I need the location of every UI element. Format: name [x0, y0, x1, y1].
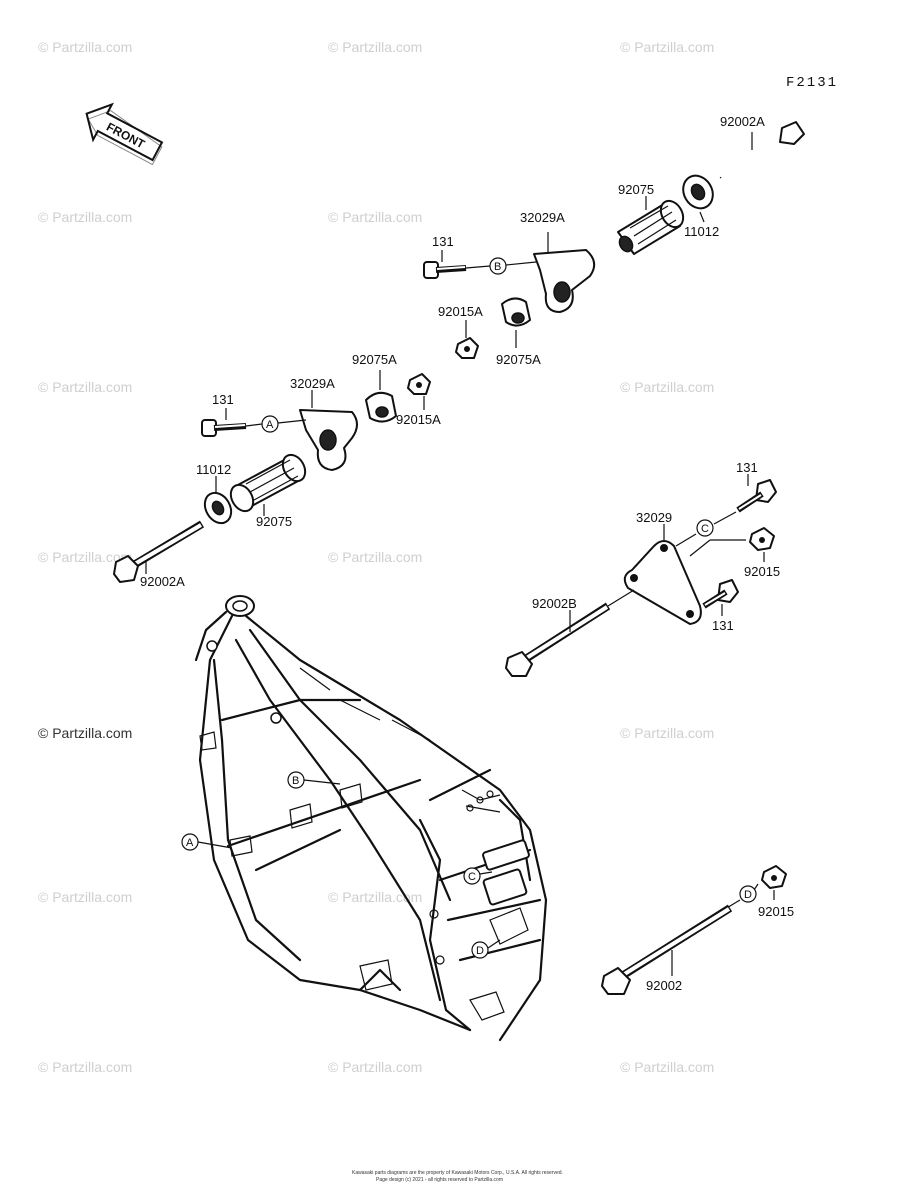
ref-circle-d-frame: D [471, 939, 501, 959]
svg-text:B: B [292, 775, 299, 787]
ref-circle-c: C [696, 519, 714, 537]
bolt-92002B [505, 589, 635, 677]
collar-92075A-mid [365, 370, 397, 423]
part-label: 131 [736, 460, 758, 475]
bracket-32029A-top [533, 232, 596, 313]
nut-92015A-mid [407, 373, 431, 410]
watermark: © Partzilla.com [38, 549, 132, 565]
collar-92075A-top [501, 297, 531, 348]
part-label: 92002B [532, 596, 577, 611]
figure-code: F2131 [786, 75, 838, 91]
front-arrow-icon: FRONT [85, 102, 164, 166]
svg-text:C: C [468, 871, 476, 883]
nut-92015A-top [455, 320, 479, 359]
watermark: © Partzilla.com [38, 39, 132, 55]
motorcycle-frame [194, 595, 548, 1042]
watermark: © Partzilla.com [328, 549, 422, 565]
ref-circle-a-frame: A [181, 833, 233, 851]
sleeve-92075-mid [229, 453, 307, 516]
washer-11012-mid [203, 476, 233, 525]
copyright-line: Kawasaki parts diagrams are the property… [352, 1170, 563, 1176]
part-label: 92075 [618, 182, 654, 197]
part-label: 92002A [140, 574, 185, 589]
ref-circle-a: A [261, 415, 279, 433]
part-label: 92002 [646, 978, 682, 993]
watermark: © Partzilla.com [328, 889, 422, 905]
bolt-92002A-top [719, 121, 805, 179]
watermark: © Partzilla.com [38, 1059, 132, 1075]
part-label: 32029A [290, 376, 335, 391]
part-label: 92015 [758, 904, 794, 919]
part-label: 92002A [720, 114, 765, 129]
washer-11012-top [682, 174, 714, 223]
copyright-line: Page design (c) 2021 - all rights reserv… [376, 1177, 503, 1183]
part-label: 92015A [438, 304, 483, 319]
svg-text:D: D [744, 889, 752, 901]
part-label: 92015 [744, 564, 780, 579]
watermark: © Partzilla.com [620, 39, 714, 55]
bolt-131-mid [201, 408, 307, 437]
watermark: © Partzilla.com [620, 725, 714, 741]
bracket-32029A-mid [299, 390, 358, 471]
nut-92015-right [689, 527, 775, 562]
part-label: 11012 [196, 462, 231, 477]
part-label: 92075A [352, 352, 397, 367]
watermark: © Partzilla.com [38, 209, 132, 225]
watermark: © Partzilla.com [38, 889, 132, 905]
part-label: 32029 [636, 510, 672, 525]
ref-circle-c-frame: C [463, 867, 493, 885]
part-label: 92075A [496, 352, 541, 367]
part-label: 92075 [256, 514, 292, 529]
watermark: © Partzilla.com [620, 379, 714, 395]
svg-text:A: A [266, 419, 274, 431]
bolt-92002A-mid [113, 520, 205, 583]
bolt-131-top [423, 250, 537, 279]
svg-text:D: D [476, 945, 484, 957]
watermarks: © Partzilla.com © Partzilla.com © Partzi… [38, 39, 714, 1075]
part-label: 131 [212, 392, 234, 407]
svg-text:A: A [186, 837, 194, 849]
watermark: © Partzilla.com [38, 379, 132, 395]
ref-circle-b-frame: B [287, 771, 341, 789]
bolt-131-right-bot [702, 579, 739, 616]
watermark: © Partzilla.com [620, 1059, 714, 1075]
svg-text:C: C [701, 523, 709, 535]
plate-32029 [623, 524, 702, 625]
svg-text:B: B [494, 261, 501, 273]
bolt-92002 [601, 904, 733, 995]
part-label: 92015A [396, 412, 441, 427]
ref-circle-b: B [489, 257, 507, 275]
part-label: 11012 [684, 224, 719, 239]
bolt-131-right-top [675, 474, 777, 547]
watermark: © Partzilla.com [328, 209, 422, 225]
watermark: © Partzilla.com [38, 725, 132, 741]
part-label: 131 [712, 618, 734, 633]
part-label: 32029A [520, 210, 565, 225]
part-label: 131 [432, 234, 454, 249]
watermark: © Partzilla.com [328, 39, 422, 55]
sleeve-92075-top [617, 196, 685, 255]
ref-circle-d: D [739, 885, 757, 903]
watermark: © Partzilla.com [328, 1059, 422, 1075]
